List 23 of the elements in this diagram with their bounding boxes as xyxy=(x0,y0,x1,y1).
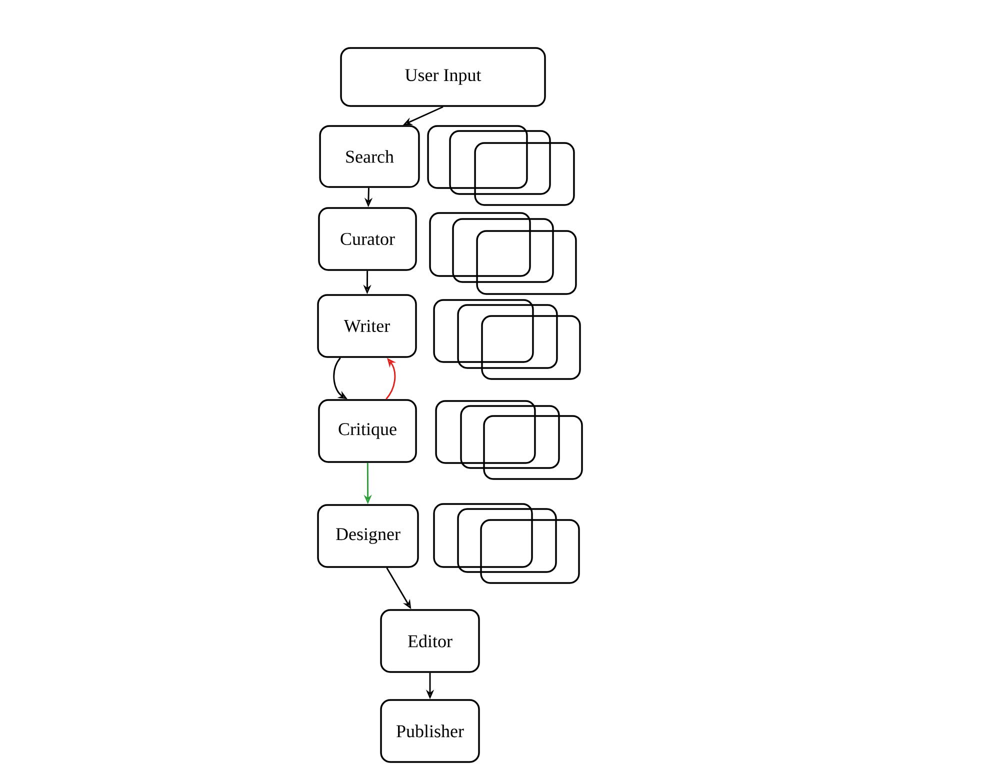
empty-box xyxy=(457,508,557,573)
process-box: Writer xyxy=(317,294,417,358)
empty-box xyxy=(427,125,528,189)
empty-box xyxy=(433,503,533,568)
empty-box xyxy=(460,405,560,469)
process-box: Designer xyxy=(317,504,419,568)
process-box: Editor xyxy=(380,609,480,673)
empty-box xyxy=(483,415,583,480)
process-box: User Input xyxy=(340,47,546,107)
process-box: Critique xyxy=(318,399,417,463)
empty-box xyxy=(429,212,531,277)
empty-box xyxy=(481,315,581,380)
process-box: Publisher xyxy=(380,699,480,763)
empty-box xyxy=(452,218,554,283)
empty-box xyxy=(449,130,551,195)
empty-box xyxy=(474,142,575,206)
empty-box xyxy=(433,299,534,363)
empty-box xyxy=(480,519,580,584)
process-box: Search xyxy=(319,125,420,188)
empty-box xyxy=(435,400,536,464)
process-box: Curator xyxy=(318,207,417,271)
empty-box xyxy=(476,230,577,295)
empty-box xyxy=(457,304,558,369)
